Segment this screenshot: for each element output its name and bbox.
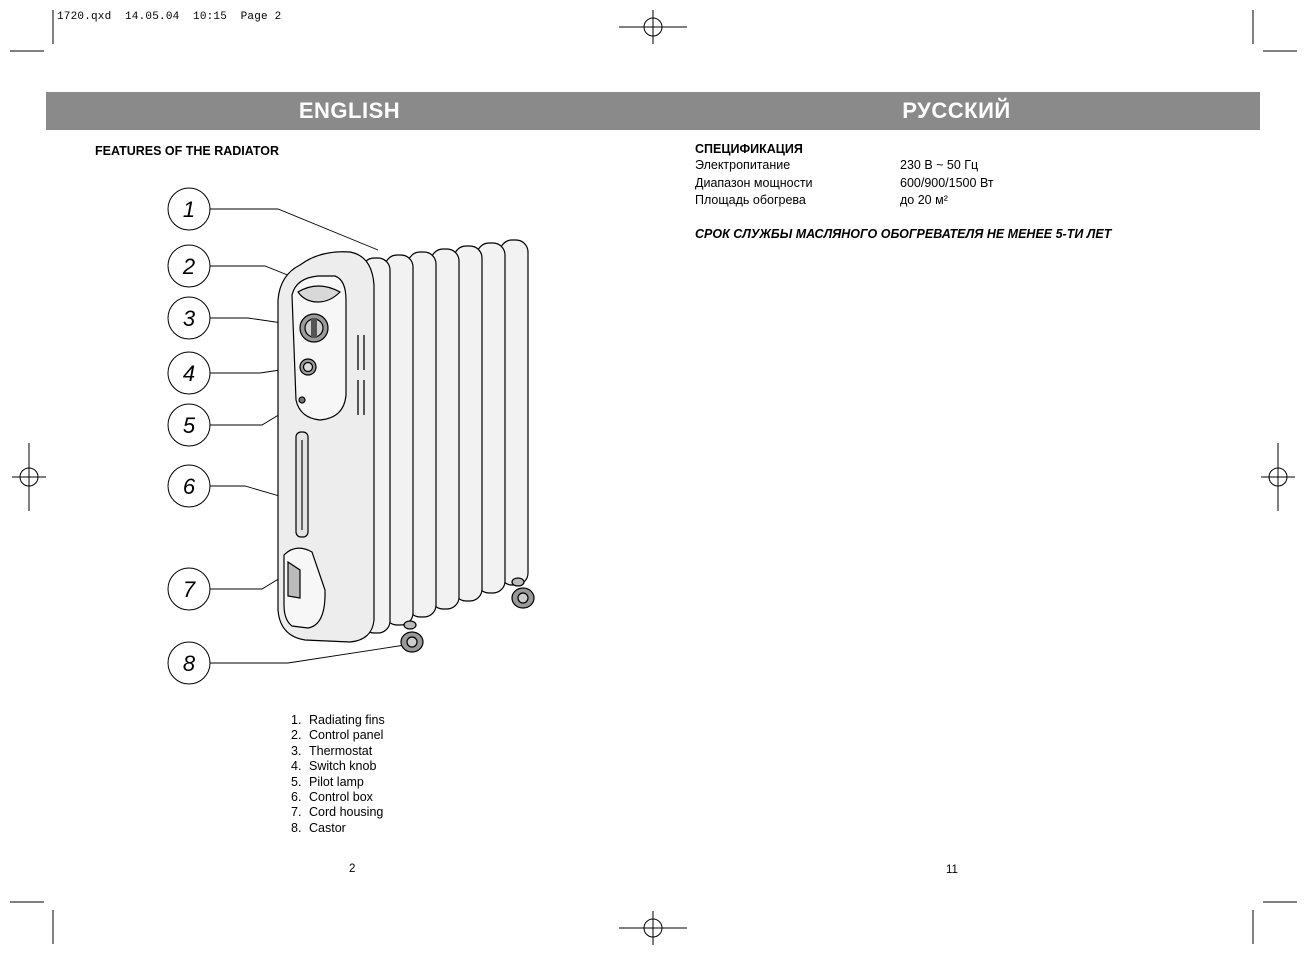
spec-row: Площадь обогрева до 20 м² <box>695 193 994 211</box>
callout-number: 1 <box>183 197 195 222</box>
callout-5 <box>167 403 211 447</box>
russian-banner-title: РУССКИЙ <box>902 98 1011 123</box>
spec-value: до 20 м² <box>900 193 948 207</box>
spec-value: 230 В ~ 50 Гц <box>900 158 979 172</box>
legend-item: 4.Switch knob <box>291 759 377 774</box>
registration-mark-icon <box>619 10 687 44</box>
callout-number: 3 <box>183 306 196 331</box>
english-banner-title: ENGLISH <box>298 98 401 123</box>
callout-8 <box>167 641 211 685</box>
callout-number: 4 <box>183 361 195 386</box>
radiator-illustration <box>277 239 535 653</box>
spec-table: Электропитание 230 В ~ 50 Гц Диапазон мо… <box>695 158 994 211</box>
spec-label: Площадь обогрева <box>695 193 806 207</box>
registration-mark-icon <box>619 911 687 945</box>
registration-mark-icon <box>12 443 46 511</box>
callout-number: 5 <box>183 413 196 438</box>
russian-page-number: 11 <box>946 864 958 876</box>
callout-number: 7 <box>183 577 196 602</box>
legend-item: 1.Radiating fins <box>291 713 385 727</box>
radiator-diagram: 1 2 3 4 5 6 7 8 <box>167 187 535 685</box>
callout-3 <box>167 296 211 340</box>
parts-legend: 1.Radiating fins 2.Control panel 3.Therm… <box>291 713 385 836</box>
english-page-number: 2 <box>349 863 356 875</box>
spec-row: Диапазон мощности 600/900/1500 Вт <box>695 176 994 194</box>
file-slug: 1720.qxd 14.05.04 10:15 Page 2 <box>57 11 282 23</box>
russian-banner: РУССКИЙ <box>653 92 1260 130</box>
spec-title: СПЕЦИФИКАЦИЯ <box>695 142 803 156</box>
legend-item: 7.Cord housing <box>291 805 384 820</box>
features-heading: FEATURES OF THE RADIATOR <box>95 144 280 158</box>
service-life-note: СРОК СЛУЖБЫ МАСЛЯНОГО ОБОГРЕВАТЕЛЯ НЕ МЕ… <box>695 227 1112 241</box>
spec-row: Электропитание 230 В ~ 50 Гц <box>695 158 994 176</box>
callout-4 <box>167 351 211 395</box>
callout-2 <box>167 244 211 288</box>
legend-item: 6.Control box <box>291 790 373 805</box>
spec-value: 600/900/1500 Вт <box>900 175 994 190</box>
spec-label: Электропитание <box>695 158 791 172</box>
legend-item: 2.Control panel <box>291 728 384 743</box>
callout-number: 6 <box>183 474 196 499</box>
callout-6 <box>167 464 211 508</box>
english-banner: ENGLISH <box>46 92 653 130</box>
legend-item: 5.Pilot lamp <box>291 774 364 789</box>
callout-number: 2 <box>182 254 195 279</box>
legend-item: 8.Castor <box>291 820 346 835</box>
callout-number: 8 <box>183 651 196 676</box>
spec-label: Диапазон мощности <box>695 175 813 190</box>
callout-7 <box>167 567 211 611</box>
callout-1 <box>167 187 211 231</box>
legend-item: 3.Thermostat <box>291 743 373 758</box>
registration-mark-icon <box>1261 443 1295 511</box>
